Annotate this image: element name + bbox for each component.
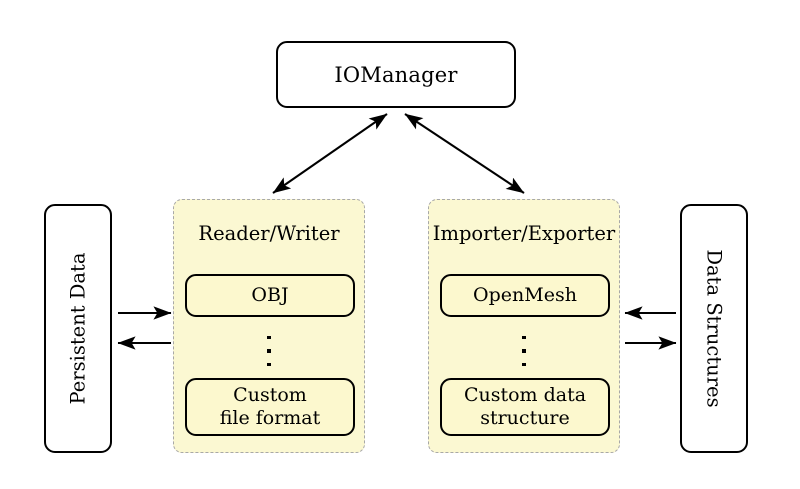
iomanager-label: IOManager	[334, 62, 458, 87]
persistent-data-label: Persistent Data	[66, 252, 90, 405]
importer-exporter-item-openmesh[interactable]: OpenMesh	[440, 274, 610, 317]
importer-exporter-title: Importer/Exporter	[432, 222, 616, 245]
arrow-iomanager-reader-writer	[272, 113, 388, 194]
data-structures-label: Data Structures	[702, 249, 726, 408]
openmesh-label: OpenMesh	[473, 283, 577, 306]
iomanager-node[interactable]: IOManager	[276, 41, 516, 108]
arrow-iomanager-importer-exporter	[404, 113, 525, 194]
persistent-data-node[interactable]: Persistent Data	[44, 204, 112, 453]
obj-label: OBJ	[251, 283, 289, 306]
importer-exporter-ellipsis-icon	[429, 336, 619, 366]
reader-writer-ellipsis-icon	[174, 336, 364, 366]
reader-writer-title: Reader/Writer	[198, 222, 340, 245]
reader-writer-item-obj[interactable]: OBJ	[185, 274, 355, 317]
data-structures-node[interactable]: Data Structures	[680, 204, 748, 453]
